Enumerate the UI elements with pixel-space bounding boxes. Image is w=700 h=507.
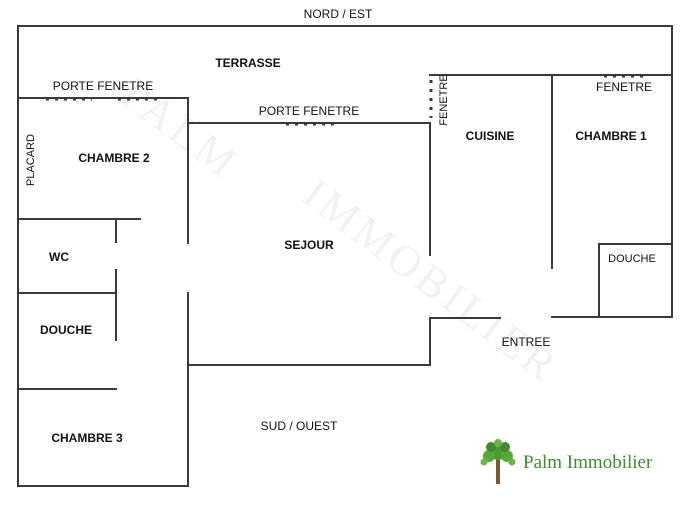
openings [46,74,644,126]
room-chambre-1: CHAMBRE 1 [575,129,647,143]
walls [17,25,673,487]
room-chambre-2: CHAMBRE 2 [78,151,150,165]
room-sejour: SEJOUR [284,238,334,252]
label-porte-fenetre-left: PORTE FENETRE [53,79,153,93]
label-fenetre-right: FENETRE [596,80,652,94]
room-terrasse: TERRASSE [215,56,280,70]
label-porte-fenetre-center: PORTE FENETRE [259,104,359,118]
sejour-bottom-wall [187,317,501,366]
brand-logo: Palm Immobilier [480,439,653,484]
room-placard: PLACARD [25,134,37,186]
brand-name: Palm Immobilier [523,452,653,473]
room-cuisine: CUISINE [466,129,515,143]
orientation-south-west: SUD / OUEST [261,419,338,433]
sejour-top-wall [187,122,431,256]
terrace-outer-wall [17,25,673,99]
room-wc: WC [49,250,69,264]
room-entree: ENTREE [502,335,551,349]
label-fenetre-vertical: FENETRE [438,74,450,125]
room-chambre-3: CHAMBRE 3 [51,431,123,445]
douche-right-box [598,243,673,318]
watermark-word-immobilier: IMMOBILIER [294,169,568,393]
room-douche-right: DOUCHE [608,253,656,265]
room-douche-left: DOUCHE [40,323,92,337]
palm-tree-icon [480,439,516,484]
orientation-north-east: NORD / EST [304,7,373,21]
